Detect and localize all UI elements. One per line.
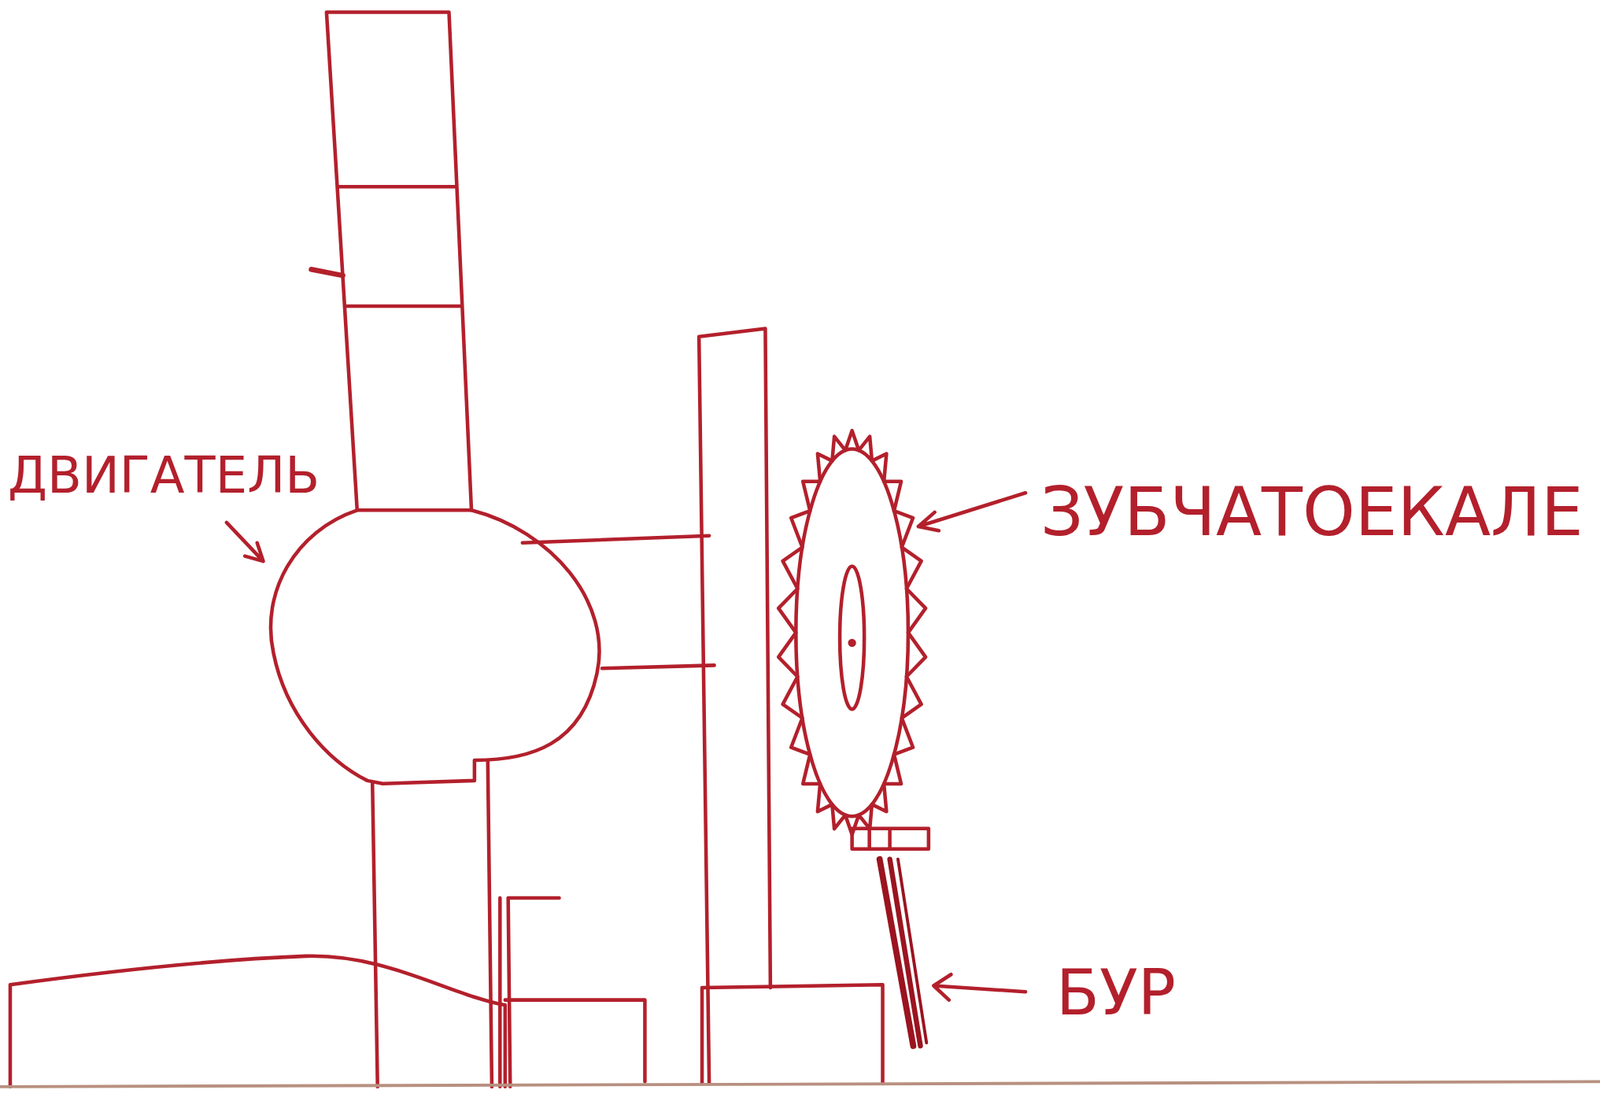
connecting-arm (522, 535, 715, 669)
post-base (702, 984, 883, 1084)
engine-body (270, 509, 600, 784)
leader-arrow (226, 522, 264, 562)
part-label: ДВИГАТЕЛЬ (7, 450, 320, 501)
gear-axle (847, 639, 856, 647)
leader-arrow (918, 492, 1026, 531)
gear-mount (852, 828, 929, 850)
lower-column (372, 760, 559, 1087)
part-label: ЗУБЧАТОЕКАЛЕ (1040, 478, 1584, 546)
gear-hub (839, 566, 865, 710)
machine-base (10, 956, 645, 1087)
drill-bit (890, 859, 921, 1046)
leader-arrow (933, 974, 1026, 1000)
ground-line (0, 1081, 1600, 1087)
gear-rim (795, 448, 909, 817)
tick-mark (310, 269, 343, 276)
part-label: БУР (1056, 961, 1176, 1025)
gear-teeth (778, 430, 926, 835)
upper-column (326, 12, 472, 511)
support-post (698, 328, 771, 1083)
drill-bit (897, 859, 927, 1043)
